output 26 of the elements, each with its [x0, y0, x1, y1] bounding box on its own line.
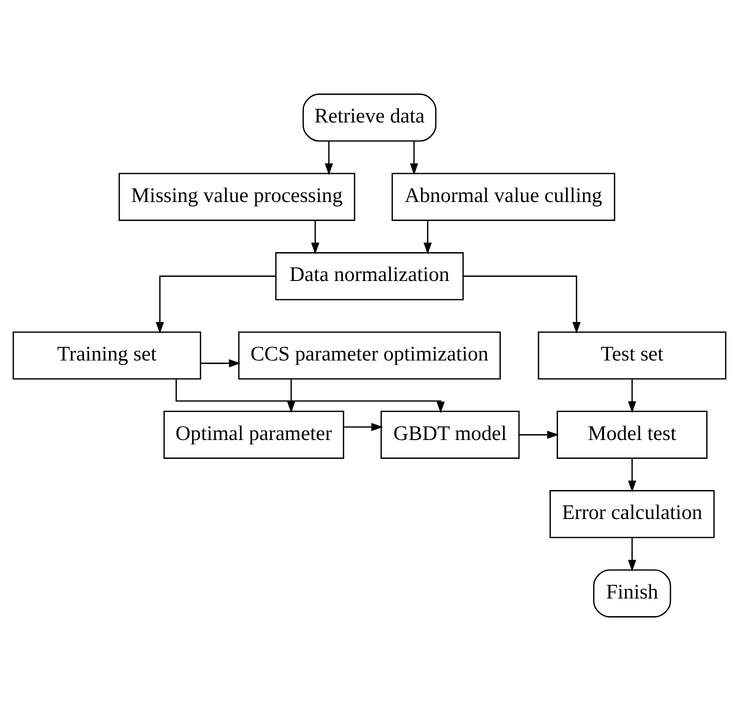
node-box: Error calculation: [550, 490, 715, 538]
arrow: [200, 358, 241, 367]
arrow: [628, 378, 636, 412]
node-box: CCS parameter optimization: [238, 330, 501, 380]
node-box: Data normalization: [275, 252, 464, 300]
arrow: [424, 220, 432, 254]
arrow: [628, 537, 636, 572]
arrow: [324, 140, 333, 175]
node-box: Optimal parameter: [163, 410, 344, 458]
node-box: Abnormal value culling: [392, 172, 616, 220]
node-box: Finish: [593, 568, 672, 617]
node-box: Test set: [538, 330, 726, 380]
arrow: [176, 378, 445, 413]
node-box: Model test: [556, 410, 708, 458]
arrow: [519, 430, 559, 438]
arrow: [311, 220, 320, 254]
node-box: Training set: [12, 330, 202, 380]
arrow: [156, 275, 276, 334]
arrow: [628, 458, 636, 492]
node-box: GBDT model: [380, 410, 520, 458]
arrow: [410, 140, 418, 175]
arrow: [344, 422, 384, 431]
node-box: Missing value processing: [118, 172, 356, 220]
arrow: [463, 275, 581, 334]
arrow: [287, 378, 296, 412]
node-box: Retrieve data: [302, 93, 436, 142]
